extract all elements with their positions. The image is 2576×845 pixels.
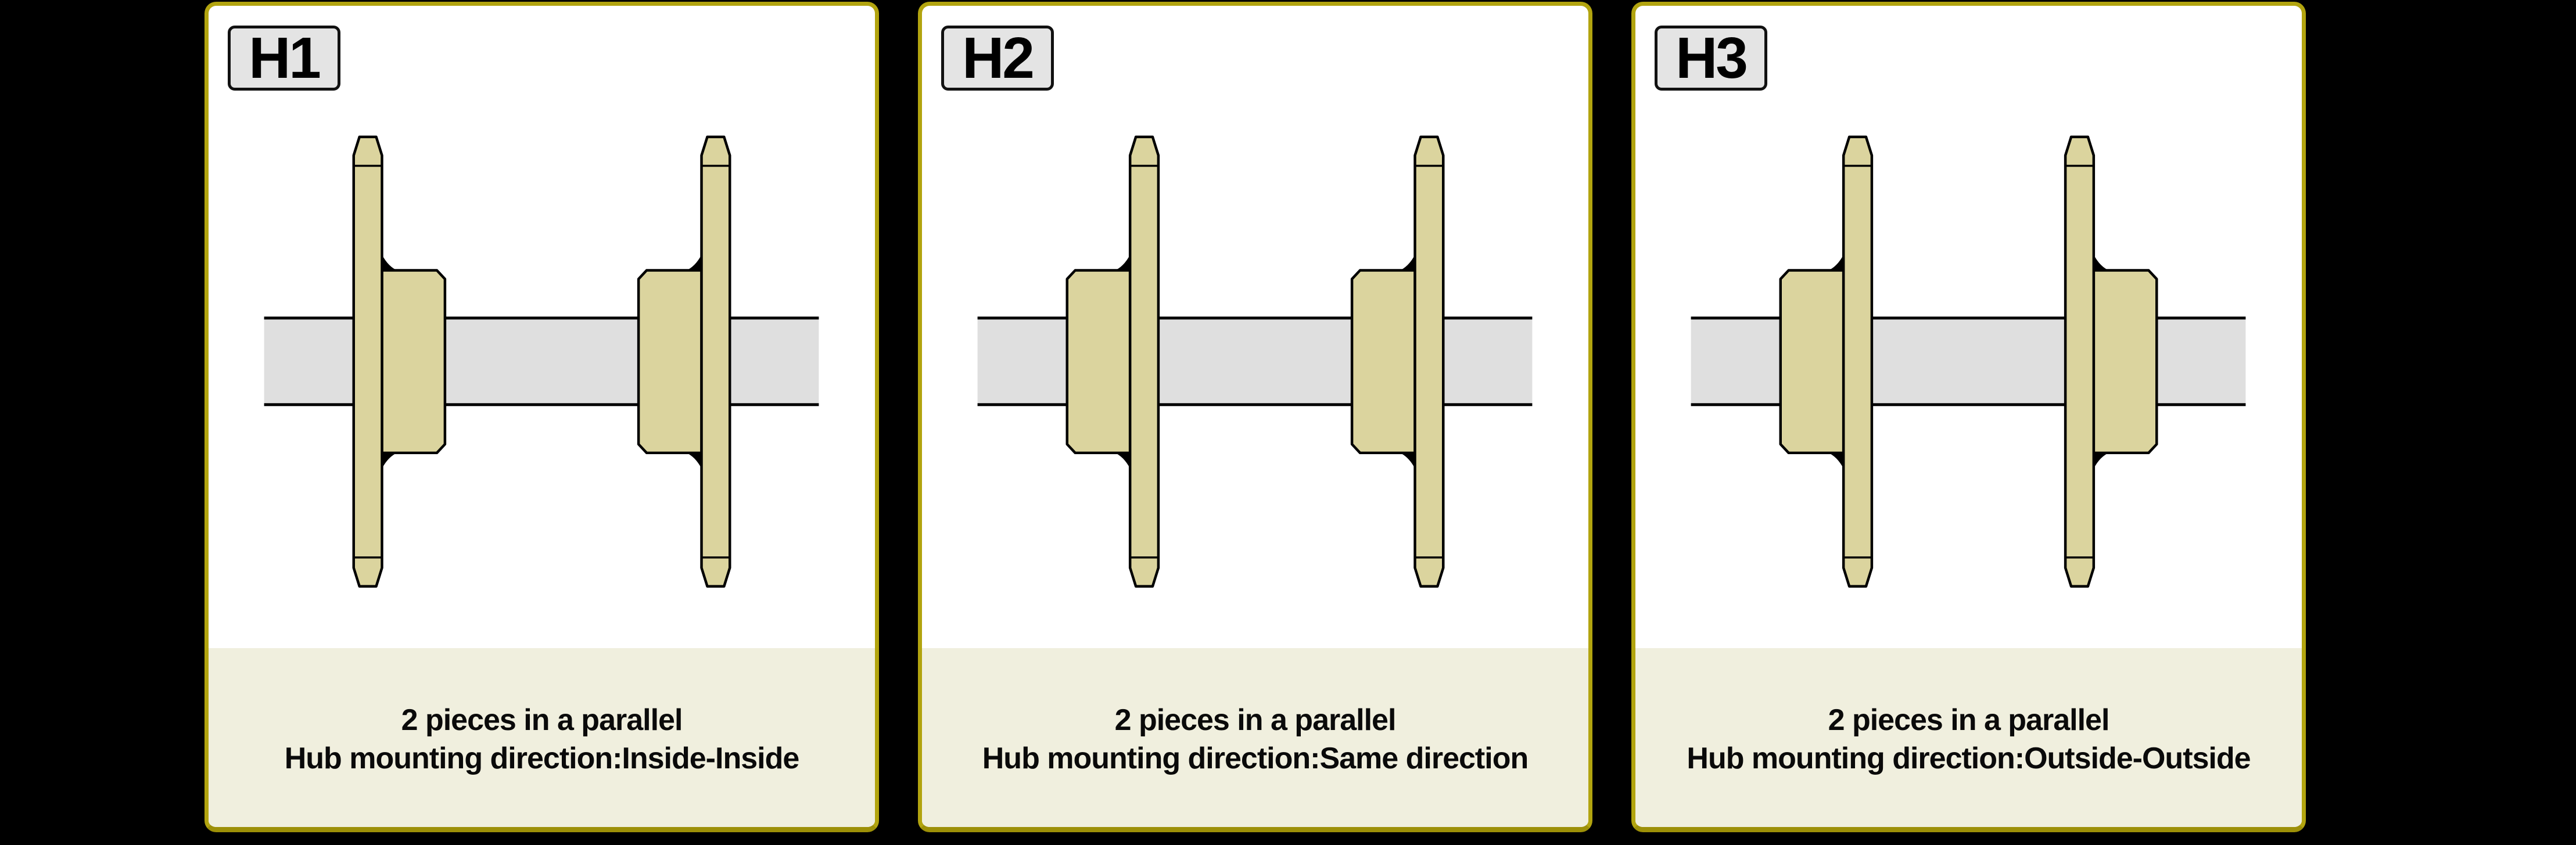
caption-line2: Hub mounting direction:Inside-Inside [284, 742, 800, 775]
panel-badge-h2: H2 [941, 26, 1054, 91]
sprocket-drawing-h1 [264, 135, 819, 588]
right-sprocket-tooth-root-lines [2065, 164, 2094, 559]
left-sprocket-tooth-root-lines [1130, 164, 1158, 559]
caption-line1: 2 pieces in a parallel [401, 703, 683, 737]
panel-card-h3: H3 2 pieces in a parallel Hub mounting d… [1631, 2, 2306, 832]
caption-line2: Hub mounting direction:Same direction [982, 742, 1529, 775]
panel-badge-label: H2 [962, 26, 1035, 91]
left-sprocket-top-fillet [382, 254, 399, 271]
panel-badge-h1: H1 [228, 26, 340, 91]
panel-badge-h3: H3 [1655, 26, 1767, 91]
panel-caption-h1: 2 pieces in a parallel Hub mounting dire… [209, 648, 875, 827]
right-sprocket-tooth-root-lines [1415, 164, 1444, 559]
right-sprocket-plate [700, 135, 731, 588]
panel-badge-label: H1 [249, 26, 321, 91]
right-sprocket-hub [1350, 269, 1416, 455]
panel-card-h2: H2 2 pieces in a parallel Hub mounting d… [918, 2, 1592, 832]
left-sprocket-bottom-fillet [1114, 452, 1131, 469]
left-sprocket-hub [1065, 269, 1132, 455]
sprocket-drawing-h2 [977, 135, 1533, 588]
caption-line2: Hub mounting direction:Outside-Outside [1687, 742, 2251, 775]
right-sprocket-bottom-fillet [1398, 452, 1415, 469]
left-sprocket-plate [1128, 135, 1160, 588]
left-sprocket-tooth-root-lines [353, 164, 382, 559]
left-sprocket-plate [352, 135, 383, 588]
panel-caption-h3: 2 pieces in a parallel Hub mounting dire… [1635, 648, 2302, 827]
right-sprocket-top-fillet [1398, 254, 1415, 271]
left-sprocket-hub [381, 269, 447, 455]
left-sprocket-bottom-fillet [382, 452, 399, 469]
sprocket-drawing-h3 [1691, 135, 2246, 588]
caption-line1: 2 pieces in a parallel [1114, 703, 1397, 737]
left-sprocket-tooth-root-lines [1843, 164, 1872, 559]
right-sprocket-hub [2092, 269, 2158, 455]
panel-card-h1: H1 2 pieces in a parallel Hub mounting d… [204, 2, 879, 832]
left-sprocket-top-fillet [1827, 254, 1844, 271]
right-sprocket-bottom-fillet [685, 452, 702, 469]
shaft [1691, 319, 2246, 404]
right-sprocket-top-fillet [2093, 254, 2110, 271]
right-sprocket-top-fillet [685, 254, 702, 271]
right-sprocket-bottom-fillet [2093, 452, 2110, 469]
right-sprocket-plate [2064, 135, 2096, 588]
left-sprocket-plate [1842, 135, 1874, 588]
panel-caption-h2: 2 pieces in a parallel Hub mounting dire… [922, 648, 1588, 827]
left-sprocket-hub [1779, 269, 1845, 455]
right-sprocket-plate [1413, 135, 1445, 588]
left-sprocket-top-fillet [1114, 254, 1131, 271]
shaft [977, 319, 1533, 404]
right-sprocket-tooth-root-lines [701, 164, 730, 559]
right-sprocket-hub [637, 269, 703, 455]
shaft [264, 319, 819, 404]
left-sprocket-bottom-fillet [1827, 452, 1844, 469]
panel-badge-label: H3 [1676, 26, 1748, 91]
caption-line1: 2 pieces in a parallel [1828, 703, 2110, 737]
